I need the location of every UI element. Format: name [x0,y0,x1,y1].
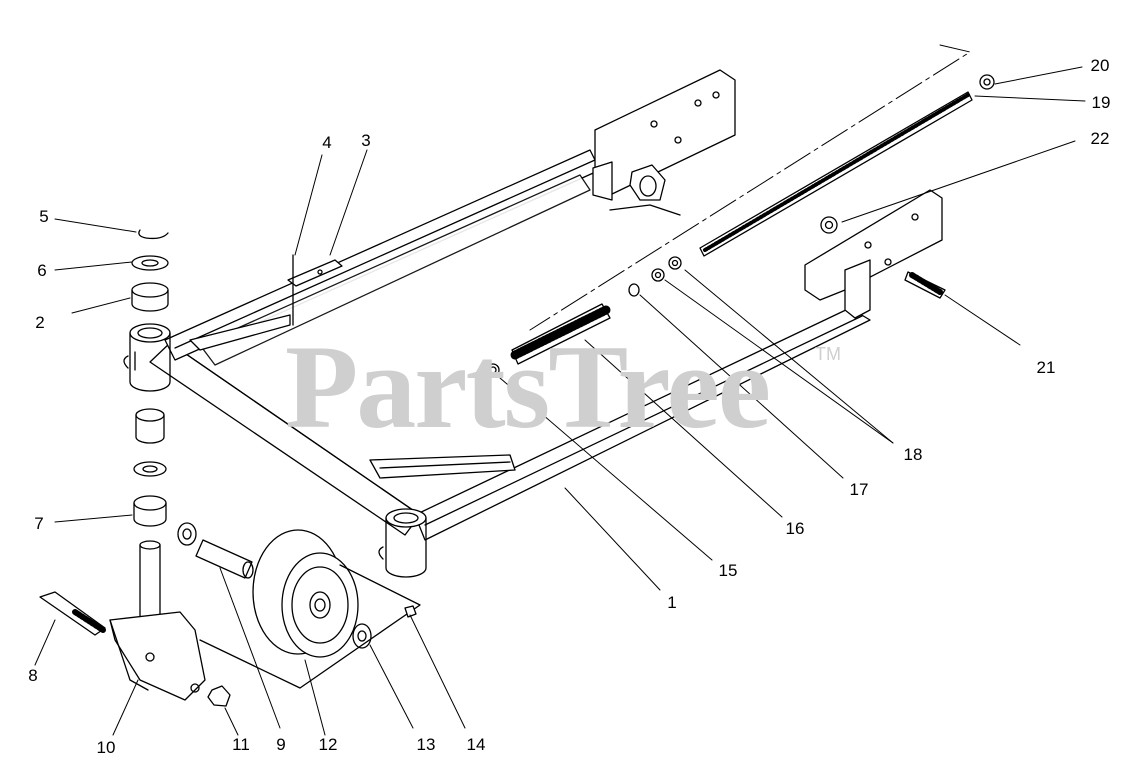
right-pivot-tube [378,508,427,578]
callout-8: 8 [28,666,38,685]
callout-15: 15 [718,561,738,580]
callout-16: 16 [785,519,805,538]
callout-1: 1 [667,593,677,612]
callout-2: 2 [35,313,45,332]
right-mount-plate [804,189,943,319]
caster-stack [131,229,169,626]
left-mount-plate [592,69,736,216]
callout-21: 21 [1036,358,1056,377]
callout-17: 17 [849,480,869,499]
callout-10: 10 [96,738,116,757]
compression-spring [510,303,611,365]
callout-19: 19 [1091,93,1111,112]
trademark-mark: TM [815,344,841,364]
callout-7: 7 [34,514,44,533]
callout-12: 12 [318,735,338,754]
latch-plate [287,254,343,326]
callout-6: 6 [37,261,47,280]
caster-fork [39,591,231,707]
callout-13: 13 [416,735,436,754]
caster-wheel [199,529,421,689]
callout-11: 11 [232,735,250,754]
callout-22: 22 [1090,129,1110,148]
axle-spacer [177,522,254,579]
callout-4: 4 [322,133,332,152]
parts-tree-watermark: PartsTree [285,320,771,453]
threaded-rod [699,91,973,257]
frame-main-tube [149,307,871,541]
leader-lines [34,66,1086,736]
small-hardware [486,74,995,377]
callout-20: 20 [1090,56,1110,75]
cross-braces [189,314,516,479]
callout-5: 5 [39,207,49,226]
left-pivot-tube [123,323,171,392]
callout-3: 3 [361,131,371,150]
callout-18: 18 [903,445,923,464]
callout-9: 9 [276,735,286,754]
frame-left-rail [164,149,601,366]
callout-14: 14 [466,735,486,754]
